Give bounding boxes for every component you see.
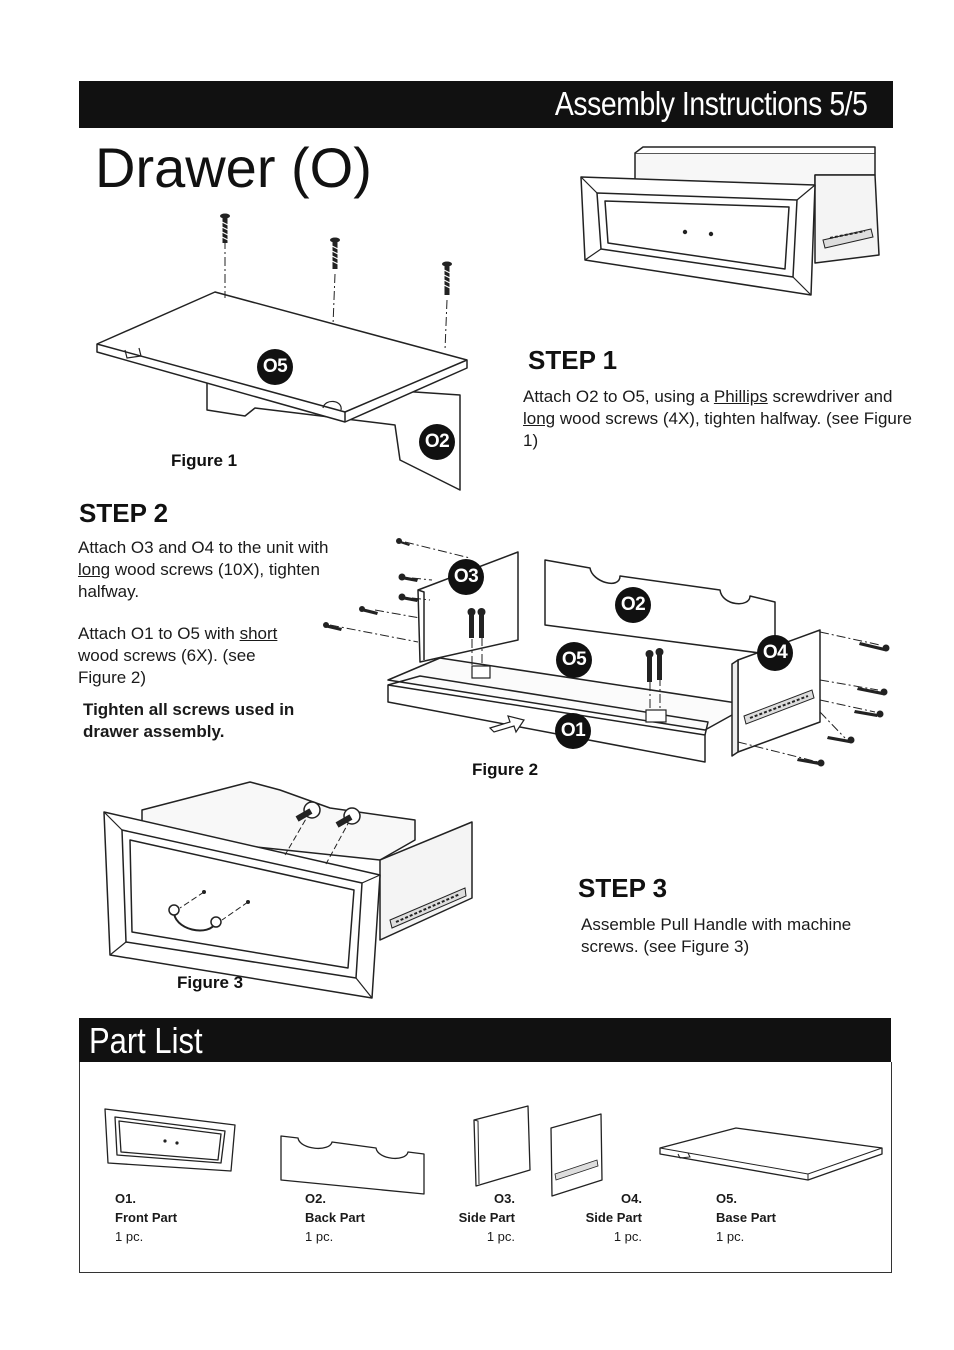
figure1-label: Figure 1 [171,451,238,470]
part-o3-side-thumbnail [473,1105,531,1187]
part-o1-front-thumbnail [104,1108,236,1172]
header-bar: Assembly Instructions 5/5 [79,81,893,128]
figure2-label: Figure 2 [472,760,539,779]
badge-o2: O2 [419,424,455,460]
part-code: O4. [621,1191,642,1206]
part-item-o1: O1. Front Part 1 pc. [115,1189,177,1246]
page-title: Drawer (O) [95,136,372,199]
figure3-illustration [103,781,473,999]
badge-o5-fig2: O5 [556,642,592,678]
badge-o4: O4 [757,635,793,671]
part-o2-back-thumbnail [280,1135,425,1195]
badge-o5: O5 [257,349,293,385]
part-code: O5. [716,1191,737,1206]
badge-o2-fig2: O2 [615,587,651,623]
long-underlined: long [78,560,111,579]
step3-title: STEP 3 [578,873,668,903]
part-name: Front Part [115,1210,178,1225]
step1-text: Attach O2 to O5, using a Phillips screwd… [523,387,912,450]
figure3-label: Figure 3 [177,973,244,992]
part-qty: 1 pc. [305,1229,334,1244]
part-o5-base-thumbnail [659,1127,883,1181]
header-title: Assembly Instructions 5/5 [554,85,867,122]
part-o4-side-thumbnail [550,1113,603,1197]
step2-paragraph2: Attach O1 to O5 with short wood screws (… [78,624,278,687]
part-code: O3. [494,1191,515,1206]
part-item-o2: O2. Back Part 1 pc. [305,1189,365,1246]
part-list-header: Part List [79,1018,891,1062]
part-name: Side Part [458,1210,515,1225]
badge-o3: O3 [448,559,484,595]
part-qty: 1 pc. [613,1229,642,1244]
part-name: Base Part [716,1210,776,1225]
long-underlined: long [523,409,556,428]
part-list-title: Part List [89,1020,203,1061]
step2-title: STEP 2 [79,498,169,528]
part-item-o4: O4. Side Part 1 pc. [572,1189,642,1246]
part-item-o5: O5. Base Part 1 pc. [716,1189,776,1246]
badge-o1: O1 [555,713,591,749]
part-qty: 1 pc. [115,1229,144,1244]
phillips-underlined: Phillips [713,387,768,406]
part-qty: 1 pc. [486,1229,515,1244]
short-underlined: short [239,624,278,643]
part-code: O1. [115,1191,136,1206]
drawer-assembled-illustration [580,146,880,296]
figure2-illustration [323,538,890,767]
part-name: Side Part [585,1210,642,1225]
step2-paragraph1: Attach O3 and O4 to the unit with long w… [78,538,329,601]
part-item-o3: O3. Side Part 1 pc. [445,1189,515,1246]
part-name: Back Part [305,1210,365,1225]
step2-note: Tighten all screws used in drawer assemb… [83,700,295,741]
step1-title: STEP 1 [528,345,618,375]
part-code: O2. [305,1191,326,1206]
part-qty: 1 pc. [716,1229,745,1244]
step3-text: Assemble Pull Handle with machine screws… [581,915,852,956]
part-list-box [79,1062,892,1273]
